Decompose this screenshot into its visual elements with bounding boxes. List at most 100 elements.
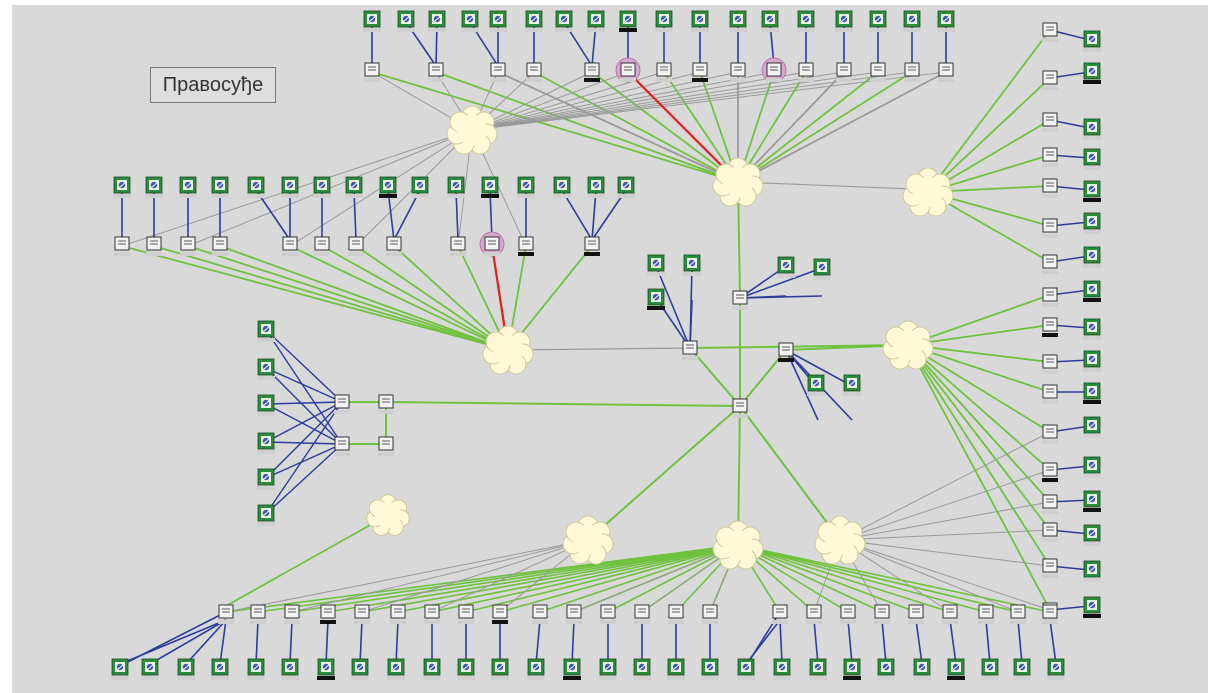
server-icon[interactable]	[647, 288, 665, 310]
router-icon[interactable]	[218, 604, 234, 624]
server-icon[interactable]	[525, 10, 543, 32]
server-icon[interactable]	[843, 658, 861, 680]
router-icon[interactable]	[284, 604, 300, 624]
router-icon[interactable]	[942, 604, 958, 624]
server-icon[interactable]	[257, 504, 275, 526]
server-icon[interactable]	[145, 176, 163, 198]
server-icon[interactable]	[813, 258, 831, 280]
server-icon[interactable]	[363, 10, 381, 32]
server-icon[interactable]	[179, 176, 197, 198]
server-icon[interactable]	[1083, 62, 1101, 84]
cloud-icon[interactable]	[482, 325, 534, 375]
server-icon[interactable]	[553, 176, 571, 198]
server-icon[interactable]	[211, 658, 229, 680]
router-icon[interactable]	[424, 604, 440, 624]
router-icon[interactable]	[1042, 317, 1058, 337]
server-icon[interactable]	[457, 658, 475, 680]
server-icon[interactable]	[843, 374, 861, 396]
router-icon[interactable]	[490, 62, 506, 82]
router-icon[interactable]	[1042, 70, 1058, 90]
router-icon[interactable]	[840, 604, 856, 624]
server-icon[interactable]	[387, 658, 405, 680]
server-icon[interactable]	[587, 10, 605, 32]
router-icon[interactable]	[364, 62, 380, 82]
router-icon[interactable]	[732, 398, 748, 418]
router-icon[interactable]	[1042, 254, 1058, 274]
router-icon[interactable]	[492, 604, 508, 624]
router-icon[interactable]	[1042, 178, 1058, 198]
router-icon[interactable]	[1042, 112, 1058, 132]
cloud-icon[interactable]	[902, 167, 954, 217]
router-icon[interactable]	[1042, 22, 1058, 42]
router-icon[interactable]	[348, 236, 364, 256]
server-icon[interactable]	[563, 658, 581, 680]
alert-router-icon[interactable]	[479, 231, 505, 257]
router-icon[interactable]	[250, 604, 266, 624]
server-icon[interactable]	[247, 176, 265, 198]
alert-router-icon[interactable]	[761, 57, 787, 83]
router-icon[interactable]	[732, 290, 748, 310]
router-icon[interactable]	[1042, 218, 1058, 238]
cloud-icon[interactable]	[712, 520, 764, 570]
server-icon[interactable]	[1083, 456, 1101, 478]
router-icon[interactable]	[668, 604, 684, 624]
server-icon[interactable]	[517, 176, 535, 198]
router-icon[interactable]	[938, 62, 954, 82]
router-icon[interactable]	[532, 604, 548, 624]
router-icon[interactable]	[1042, 384, 1058, 404]
server-icon[interactable]	[257, 358, 275, 380]
server-icon[interactable]	[379, 176, 397, 198]
router-icon[interactable]	[1010, 604, 1026, 624]
router-icon[interactable]	[656, 62, 672, 82]
router-icon[interactable]	[146, 236, 162, 256]
server-icon[interactable]	[913, 658, 931, 680]
server-icon[interactable]	[1083, 596, 1101, 618]
router-icon[interactable]	[450, 236, 466, 256]
router-icon[interactable]	[634, 604, 650, 624]
server-icon[interactable]	[351, 658, 369, 680]
server-icon[interactable]	[1083, 212, 1101, 234]
router-icon[interactable]	[334, 394, 350, 414]
server-icon[interactable]	[937, 10, 955, 32]
server-icon[interactable]	[1083, 416, 1101, 438]
router-icon[interactable]	[354, 604, 370, 624]
server-icon[interactable]	[869, 10, 887, 32]
server-icon[interactable]	[281, 176, 299, 198]
cloud-icon[interactable]	[814, 515, 866, 565]
server-icon[interactable]	[461, 10, 479, 32]
router-icon[interactable]	[806, 604, 822, 624]
server-icon[interactable]	[113, 176, 131, 198]
server-icon[interactable]	[1083, 524, 1101, 546]
server-icon[interactable]	[489, 10, 507, 32]
server-icon[interactable]	[1083, 490, 1101, 512]
server-icon[interactable]	[281, 658, 299, 680]
router-icon[interactable]	[772, 604, 788, 624]
server-icon[interactable]	[701, 658, 719, 680]
router-icon[interactable]	[1042, 462, 1058, 482]
router-icon[interactable]	[702, 604, 718, 624]
server-icon[interactable]	[257, 394, 275, 416]
server-icon[interactable]	[599, 658, 617, 680]
router-icon[interactable]	[870, 62, 886, 82]
server-icon[interactable]	[1083, 118, 1101, 140]
router-icon[interactable]	[874, 604, 890, 624]
server-icon[interactable]	[587, 176, 605, 198]
server-icon[interactable]	[647, 254, 665, 276]
router-icon[interactable]	[584, 236, 600, 256]
server-icon[interactable]	[177, 658, 195, 680]
server-icon[interactable]	[1083, 560, 1101, 582]
server-icon[interactable]	[777, 256, 795, 278]
router-icon[interactable]	[180, 236, 196, 256]
router-icon[interactable]	[836, 62, 852, 82]
server-icon[interactable]	[1083, 30, 1101, 52]
server-icon[interactable]	[111, 658, 129, 680]
server-icon[interactable]	[317, 658, 335, 680]
server-icon[interactable]	[729, 10, 747, 32]
router-icon[interactable]	[378, 436, 394, 456]
server-icon[interactable]	[257, 468, 275, 490]
server-icon[interactable]	[491, 658, 509, 680]
server-icon[interactable]	[737, 658, 755, 680]
server-icon[interactable]	[1083, 318, 1101, 340]
router-icon[interactable]	[584, 62, 600, 82]
server-icon[interactable]	[447, 176, 465, 198]
